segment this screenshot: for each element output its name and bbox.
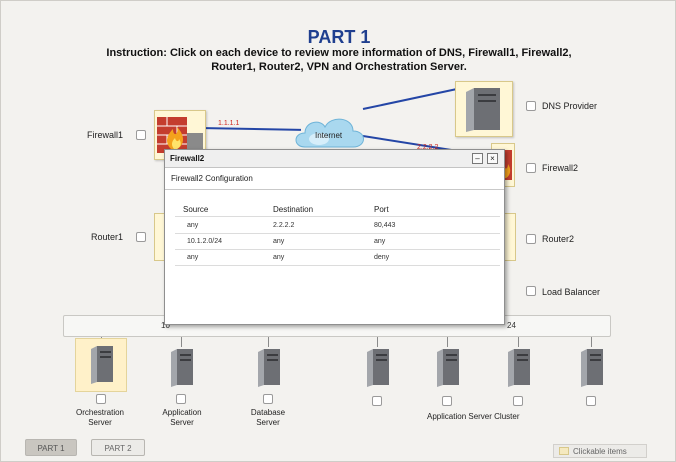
table-cell: any bbox=[273, 238, 285, 245]
header-divider bbox=[175, 216, 500, 217]
page-title: PART 1 bbox=[307, 27, 371, 47]
router2-device[interactable] bbox=[504, 213, 516, 261]
tab-part-2[interactable]: PART 2 bbox=[91, 439, 145, 456]
server-icon[interactable] bbox=[363, 347, 391, 387]
dns-provider-device[interactable] bbox=[455, 81, 513, 137]
table-cell: 2.2.2.2 bbox=[273, 222, 295, 229]
firewall2-label: Firewall2 bbox=[542, 163, 579, 173]
bar-right-text: 24 bbox=[507, 321, 516, 330]
connector bbox=[447, 337, 448, 347]
firewall1-label: Firewall1 bbox=[87, 130, 124, 140]
server-icon[interactable] bbox=[167, 347, 195, 387]
orchestration-line-2: Server bbox=[88, 418, 112, 427]
dialog-title: Firewall2 bbox=[170, 154, 205, 163]
table-cell: any bbox=[273, 254, 285, 261]
firewall2-dialog: Firewall2 – × Firewall2 Configuration So… bbox=[164, 149, 505, 325]
table-cell: deny bbox=[374, 254, 390, 261]
table-cell: 80,443 bbox=[374, 222, 396, 229]
firewall2-ip: 2.2.2.2 bbox=[417, 144, 439, 151]
cluster-checkbox-1[interactable] bbox=[372, 396, 382, 406]
dialog-divider bbox=[165, 189, 504, 190]
firewall-icon bbox=[157, 117, 203, 153]
table-cell: 10.1.2.0/24 bbox=[187, 238, 223, 245]
cluster-checkbox-4[interactable] bbox=[586, 396, 596, 406]
firewall1-device[interactable] bbox=[154, 110, 206, 160]
row-divider bbox=[175, 249, 500, 250]
load-balancer-checkbox[interactable] bbox=[526, 286, 536, 296]
internet-cloud-icon[interactable] bbox=[291, 111, 371, 155]
router2-label: Router2 bbox=[542, 234, 575, 244]
legend-box bbox=[553, 444, 647, 458]
legend-swatch bbox=[559, 447, 569, 455]
connector bbox=[268, 337, 269, 347]
connector bbox=[518, 337, 519, 347]
server-icon[interactable] bbox=[87, 344, 115, 384]
close-button[interactable]: × bbox=[487, 153, 498, 164]
database-line-1: Database bbox=[250, 408, 286, 417]
dns-provider-checkbox[interactable] bbox=[526, 101, 536, 111]
cluster-checkbox-3[interactable] bbox=[513, 396, 523, 406]
load-balancer-label: Load Balancer bbox=[542, 287, 601, 297]
bar-left-text: 10 bbox=[161, 321, 170, 330]
dialog-titlebar: Firewall2 – × bbox=[165, 150, 504, 168]
database-line-2: Server bbox=[256, 418, 280, 427]
link-firewall1-internet bbox=[205, 127, 302, 131]
application-server-cluster-label: Application Server Cluster bbox=[427, 412, 520, 421]
application-server-checkbox[interactable] bbox=[176, 394, 186, 404]
application-server-label: Application Server bbox=[149, 408, 215, 428]
cluster-checkbox-2[interactable] bbox=[442, 396, 452, 406]
connector bbox=[591, 337, 592, 347]
table-cell: any bbox=[187, 222, 199, 229]
orchestration-server-checkbox[interactable] bbox=[96, 394, 106, 404]
orchestration-line-1: Orchestration bbox=[75, 408, 125, 417]
router1-label: Router1 bbox=[91, 232, 124, 242]
dns-provider-label: DNS Provider bbox=[542, 101, 598, 111]
firewall1-ip: 1.1.1.1 bbox=[218, 120, 240, 127]
application-line-2: Server bbox=[170, 418, 194, 427]
database-server-checkbox[interactable] bbox=[263, 394, 273, 404]
connector bbox=[377, 337, 378, 347]
column-header-source: Source bbox=[183, 205, 209, 214]
instruction-text: Instruction: Click on each device to rev… bbox=[61, 46, 617, 74]
row-divider bbox=[175, 233, 500, 234]
server-icon[interactable] bbox=[577, 347, 605, 387]
server-icon[interactable] bbox=[504, 347, 532, 387]
server-icon[interactable] bbox=[254, 347, 282, 387]
orchestration-server-label: Orchestration Server bbox=[67, 408, 133, 428]
link-internet-dns bbox=[362, 88, 458, 110]
legend-label: Clickable items bbox=[573, 447, 627, 456]
application-line-1: Application bbox=[162, 408, 202, 417]
database-server-label: Database Server bbox=[235, 408, 301, 428]
server-icon[interactable] bbox=[433, 347, 461, 387]
table-cell: any bbox=[187, 254, 199, 261]
tab-part-1[interactable]: PART 1 bbox=[25, 439, 77, 456]
dialog-section-title: Firewall2 Configuration bbox=[171, 174, 253, 183]
server-icon bbox=[466, 88, 500, 132]
instruction-line-2: Router1, Router2, VPN and Orchestration … bbox=[211, 61, 467, 73]
internet-label: Internet bbox=[315, 131, 343, 140]
instruction-line-1: Instruction: Click on each device to rev… bbox=[106, 47, 572, 59]
column-header-port: Port bbox=[374, 205, 389, 214]
router2-checkbox[interactable] bbox=[526, 234, 536, 244]
table-cell: any bbox=[374, 238, 386, 245]
minimize-button[interactable]: – bbox=[472, 153, 483, 164]
firewall1-checkbox[interactable] bbox=[136, 130, 146, 140]
firewall2-checkbox[interactable] bbox=[526, 163, 536, 173]
column-header-destination: Destination bbox=[273, 205, 314, 214]
router1-checkbox[interactable] bbox=[136, 232, 146, 242]
row-divider bbox=[175, 265, 500, 266]
connector bbox=[181, 337, 182, 347]
